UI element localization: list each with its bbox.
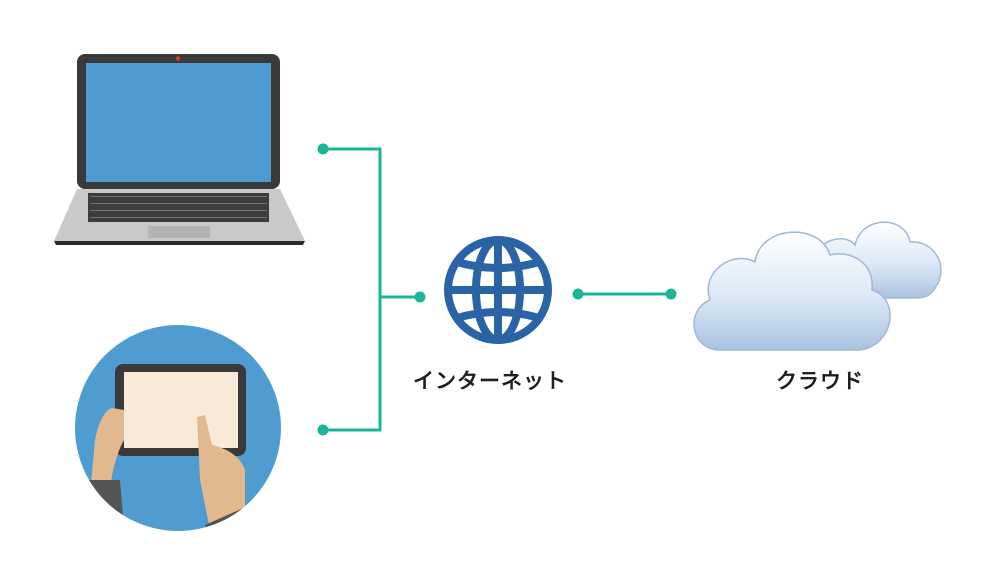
globe-icon	[444, 236, 552, 344]
cloud-icon	[693, 221, 942, 351]
connector-dots	[317, 143, 677, 436]
connector-lines	[323, 147, 671, 432]
laptop-icon	[54, 54, 305, 245]
tablet-icon	[75, 325, 281, 531]
cloud-label: クラウド	[776, 369, 864, 393]
internet-label: インターネット	[413, 369, 567, 393]
